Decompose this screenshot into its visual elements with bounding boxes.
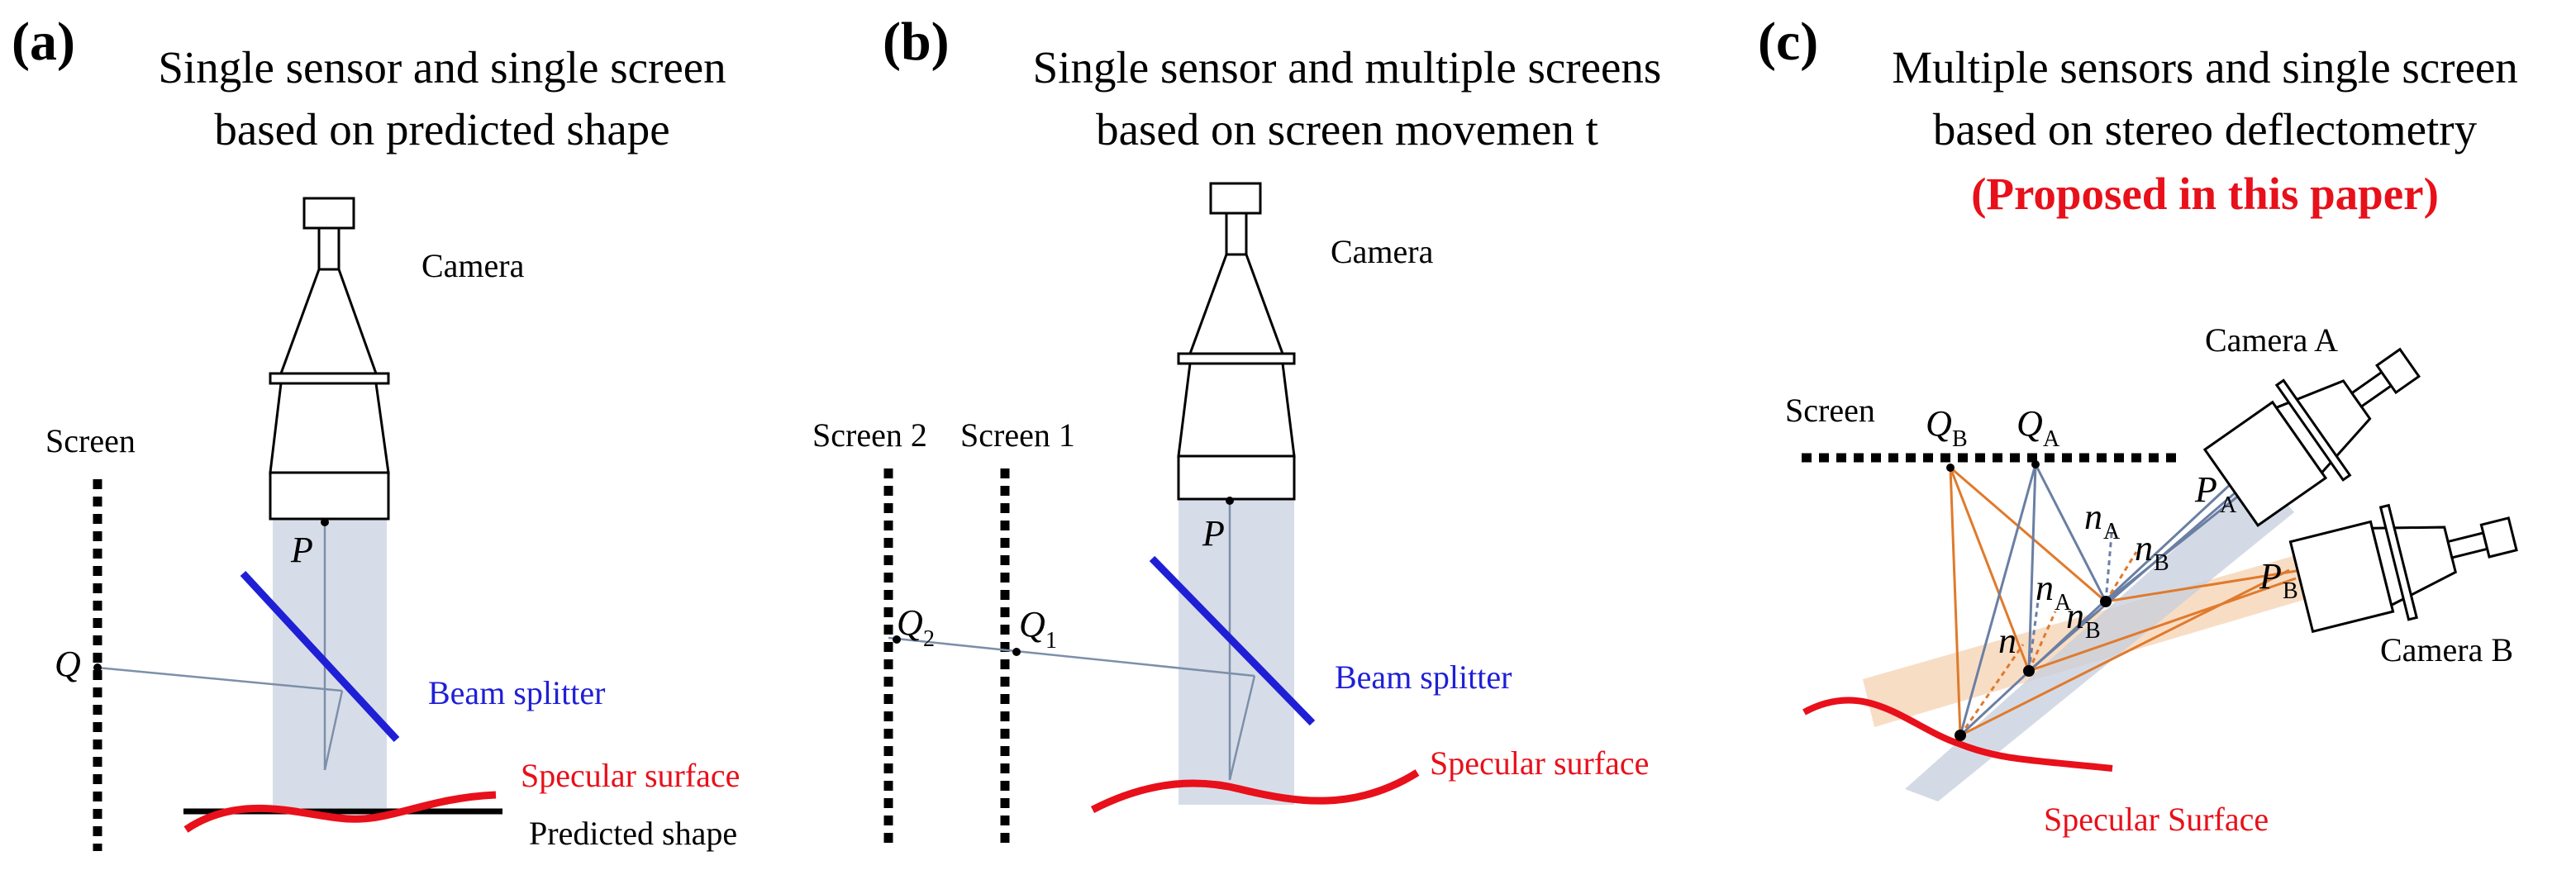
panel-b-beam-splitter — [1149, 555, 1316, 726]
camera-a-label: Camera A — [2205, 321, 2338, 359]
label-nb-top: n — [2135, 528, 2153, 568]
panel-a-beam-splitter-label: Beam splitter — [428, 674, 605, 711]
panel-b-label-q2: Q — [897, 602, 923, 643]
panel-b-label-q1: Q — [1019, 604, 1045, 644]
panel-b-title-line-2: based on screen movemen t — [1096, 104, 1598, 155]
panel-a-label-p: P — [290, 530, 313, 570]
panel-c-specular-surface — [1802, 697, 2113, 772]
panel-a-tag: (a) — [12, 12, 75, 72]
screen-point-qb — [1946, 464, 1955, 472]
panel-a-camera-label: Camera — [421, 247, 525, 284]
label-pb-sub: B — [2283, 578, 2298, 604]
panel-a-specular-label: Specular surface — [521, 757, 740, 794]
camera-b-rays — [1949, 466, 2302, 737]
panel-a-beam-splitter — [240, 570, 400, 743]
surface-normals — [1959, 524, 2138, 736]
panel-a-camera-icon — [269, 197, 390, 521]
panel-b-point-q1 — [1012, 648, 1021, 656]
panel-b: (b) Single sensor and multiple screens b… — [812, 12, 1661, 843]
label-na-top-sub: A — [2103, 519, 2121, 544]
panel-b-specular-label: Specular surface — [1430, 744, 1649, 782]
surface-point — [1955, 730, 1966, 741]
panel-a-point-p — [321, 518, 329, 526]
camera-a-icon — [2202, 347, 2421, 527]
panel-b-point-p — [1226, 497, 1234, 505]
panel-a-predicted-label: Predicted shape — [529, 815, 737, 852]
panel-a-screen-label: Screen — [45, 422, 136, 459]
panel-b-camera-icon — [1177, 182, 1296, 501]
panel-c-tag: (c) — [1758, 12, 1818, 72]
label-n: n — [1998, 621, 2017, 661]
label-qa-sub: A — [2043, 426, 2060, 452]
camera-b-icon — [2288, 503, 2518, 634]
label-na-mid-sub: A — [2055, 590, 2072, 616]
label-qa: Q — [2017, 403, 2043, 444]
label-nb-top-sub: B — [2154, 550, 2169, 576]
panel-b-screen-1-label: Screen 1 — [960, 416, 1075, 454]
label-nb-mid-sub: B — [2085, 618, 2101, 644]
panel-c-proposed-label: (Proposed in this paper) — [1971, 169, 2439, 219]
panel-b-beam-splitter-label: Beam splitter — [1335, 659, 1512, 696]
label-pa-sub: A — [2220, 492, 2237, 518]
panel-a-title-line-2: based on predicted shape — [214, 104, 669, 155]
panel-a-title-line-1: Single sensor and single screen — [158, 42, 726, 93]
screen-point-qa — [2031, 460, 2040, 468]
panel-b-tag: (b) — [883, 12, 950, 72]
label-na-top: n — [2084, 497, 2102, 537]
panel-b-label-q2-sub: 2 — [923, 626, 935, 652]
label-qb: Q — [1926, 403, 1952, 444]
panel-c-title-line-2: based on stereo deflectometry — [1933, 104, 2478, 155]
surface-point-mid — [2023, 665, 2035, 677]
panel-a-rays — [97, 522, 344, 771]
panel-b-camera-label: Camera — [1331, 233, 1434, 270]
panel-b-title-line-1: Single sensor and multiple screens — [1033, 42, 1662, 93]
panel-a: (a) Single sensor and single screen base… — [12, 12, 740, 852]
panel-b-label-p: P — [1202, 513, 1225, 554]
panel-c-title-line-1: Multiple sensors and single screen — [1892, 42, 2518, 93]
panel-c: (c) Multiple sensors and single screen b… — [1758, 12, 2518, 838]
label-qb-sub: B — [1952, 426, 1968, 452]
label-na-mid: n — [2036, 568, 2054, 608]
panel-a-point-q — [93, 663, 102, 672]
panel-b-light-beam — [1178, 499, 1294, 805]
panel-c-specular-label: Specular Surface — [2044, 801, 2269, 838]
panel-c-screen-label: Screen — [1785, 392, 1875, 429]
panel-b-point-q2 — [893, 635, 901, 644]
panel-b-specular-surface — [1090, 769, 1420, 813]
camera-a-rays — [1959, 464, 2245, 737]
label-pb: P — [2259, 556, 2282, 597]
label-nb-mid: n — [2066, 596, 2084, 636]
camera-b-label: Camera B — [2380, 631, 2513, 668]
camera-a-beam — [1905, 473, 2294, 801]
panel-b-label-q1-sub: 1 — [1045, 628, 1057, 654]
panel-a-specular-surface — [183, 791, 497, 833]
panel-a-label-q: Q — [55, 644, 81, 684]
surface-point-top — [2100, 596, 2112, 607]
panel-b-screen-2-label: Screen 2 — [812, 416, 927, 454]
label-pa: P — [2194, 469, 2217, 510]
